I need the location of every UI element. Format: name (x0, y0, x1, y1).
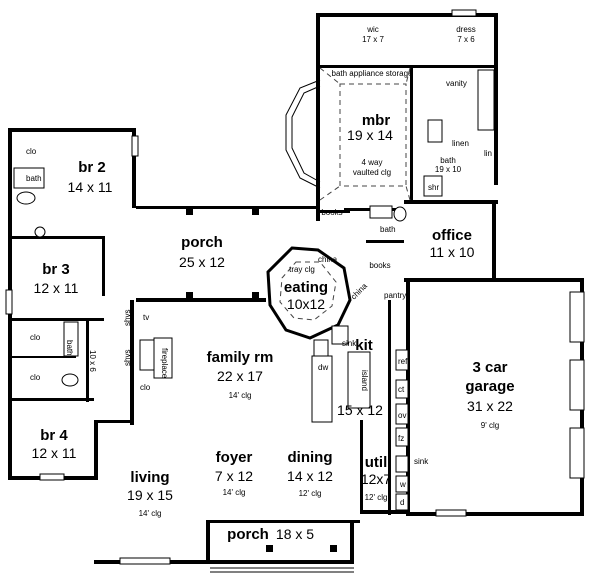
kitchen-fixtures (311, 325, 409, 511)
kit-dims: 15 x 12 (337, 402, 383, 418)
office-label: office (432, 227, 472, 244)
eating-note: tray clg (289, 265, 315, 274)
eating-nook (266, 246, 352, 340)
porch-rear-label: porch (181, 234, 223, 251)
fireplace (139, 337, 173, 379)
br2-dims: 14 x 11 (68, 179, 113, 195)
family-label: family rm (207, 349, 274, 366)
kit-label: kit (355, 337, 373, 354)
mbr-vault (319, 67, 411, 201)
living-label: living (130, 469, 169, 486)
shr-label: shr (428, 183, 439, 192)
garage-label-2: garage (465, 378, 514, 395)
china2-label: china (349, 281, 369, 301)
br3-label: br 3 (42, 261, 70, 278)
porch-steps (210, 567, 354, 573)
books1-label: books (321, 208, 342, 217)
lin-label: lin (484, 149, 492, 158)
util-dims: 12x7 (361, 471, 392, 487)
office-dims: 11 x 10 (430, 244, 475, 260)
clo3-label: clo (140, 383, 151, 392)
ct-label: ct (398, 385, 405, 394)
garage-doors (569, 291, 585, 479)
shvs1-label: shvs (123, 310, 132, 326)
island-label: island (360, 370, 369, 391)
living-note: 14' clg (139, 509, 162, 518)
dress-label: dress (456, 25, 476, 34)
porch-posts (186, 208, 337, 552)
mbr-note1: 4 way (362, 158, 383, 167)
tv-label: tv (143, 313, 149, 322)
china1-label: china (318, 255, 338, 264)
mbr-label: mbr (362, 112, 391, 129)
br2-label: br 2 (78, 159, 106, 176)
pantry-label: pantry (384, 291, 406, 300)
mbr-dims: 19 x 14 (347, 127, 393, 143)
mbath-label: bath (440, 156, 456, 165)
w-label: w (399, 480, 406, 489)
wic-label: wic (366, 25, 379, 34)
clo1-label: clo (30, 333, 41, 342)
porch-front-dims: 18 x 5 (276, 526, 314, 542)
foyer-note: 14' clg (223, 488, 246, 497)
living-dims: 19 x 15 (127, 487, 173, 503)
family-dims: 22 x 17 (217, 368, 263, 384)
garage-note: 9' clg (481, 421, 499, 430)
foyer-label: foyer (216, 449, 253, 466)
util-label: util (365, 454, 388, 471)
sink-label: sink (342, 339, 357, 348)
clo2-label: clo (30, 373, 41, 382)
linen-label: linen (452, 139, 469, 148)
eating-dims: 10x12 (287, 296, 325, 312)
hall-label: 10 x 6 (88, 350, 97, 372)
windows (5, 9, 477, 565)
fireplace-label: fireplace (160, 348, 169, 379)
br4-dims: 12 x 11 (32, 445, 77, 461)
bath2-label: bath (65, 340, 74, 356)
dress-dims: 7 x 6 (457, 35, 475, 44)
mbr-note2: vaulted clg (353, 168, 391, 177)
util-sink-label: sink (414, 457, 429, 466)
vanity-label: vanity (446, 79, 467, 88)
garage-dims: 31 x 22 (467, 398, 513, 414)
shvs2-label: shvs (123, 350, 132, 366)
mbr-bay-window (285, 79, 321, 189)
wic-dims: 17 x 7 (362, 35, 384, 44)
br2-clo-label: clo (26, 147, 37, 156)
util-note: 12' clg (365, 493, 388, 502)
porch-front-label: porch (227, 526, 269, 543)
garage-label-1: 3 car (472, 359, 507, 376)
bath1-label: bath (26, 174, 42, 183)
bath3-label: bath (380, 225, 396, 234)
foyer-dims: 7 x 12 (215, 468, 253, 484)
ref-label: ref (398, 357, 408, 366)
dining-dims: 14 x 12 (287, 468, 333, 484)
labels: wic 17 x 7 dress 7 x 6 bath appliance st… (26, 25, 515, 543)
dining-label: dining (288, 449, 333, 466)
ov-label: ov (398, 411, 406, 420)
br3-dims: 12 x 11 (34, 280, 79, 296)
dining-note: 12' clg (299, 489, 322, 498)
d-label: d (400, 498, 404, 507)
fz-label: fz (398, 434, 404, 443)
family-note: 14' clg (229, 391, 252, 400)
porch-rear-dims: 25 x 12 (179, 254, 225, 270)
eating-label: eating (284, 279, 328, 296)
books2-label: books (369, 261, 390, 270)
bath-fixtures (13, 69, 495, 387)
br4-label: br 4 (40, 427, 68, 444)
storage-label: bath appliance storage (332, 69, 414, 78)
mbath-dims: 19 x 10 (435, 165, 462, 174)
dw-label: dw (318, 363, 328, 372)
